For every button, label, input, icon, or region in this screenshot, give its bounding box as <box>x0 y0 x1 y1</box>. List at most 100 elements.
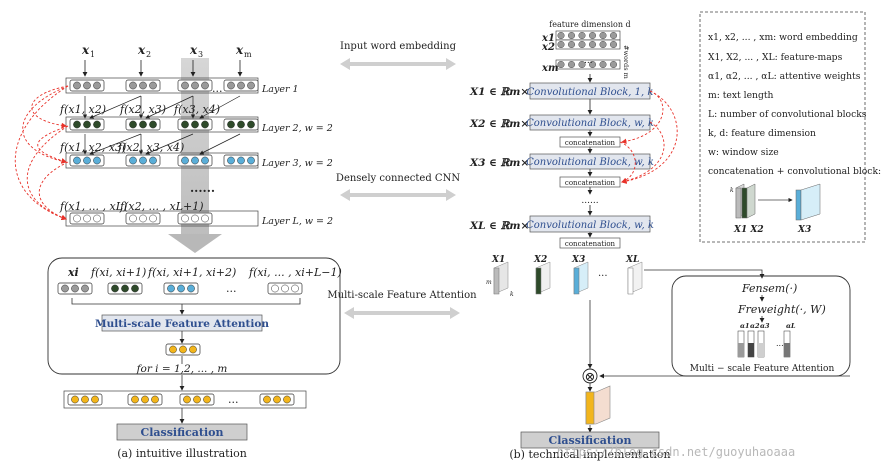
conv-block-label: Convolutional Block, 1, k <box>527 87 654 98</box>
legend-item: L: number of convolutional blocks <box>708 109 867 120</box>
output-node-group <box>127 393 163 406</box>
dense-skip-connections <box>14 85 69 221</box>
legend-item: α1, α2, ... , αL: attentive weights <box>708 71 861 82</box>
conv-block <box>529 215 651 233</box>
feature-map <box>535 261 551 295</box>
attn-node-group <box>267 282 303 295</box>
freweight-label: Freweight(·, W) <box>737 303 826 316</box>
embed-row <box>555 30 621 41</box>
alpha-bar <box>747 330 755 358</box>
x-subscript: 2 <box>146 50 151 59</box>
output-node-group <box>259 393 295 406</box>
feature-map <box>627 261 643 295</box>
legend-item: k, d: feature dimension <box>708 128 816 139</box>
feature-map <box>493 261 509 295</box>
to-attention-arrow <box>644 269 765 279</box>
attn-item-label: f(xi, xi+1, xi+2) <box>147 266 236 279</box>
embed-row-label: x1 <box>541 33 555 44</box>
otimes-symbol: ⊗ <box>585 370 596 385</box>
func-label: f(x2, x3) <box>119 103 166 116</box>
classification-box-left <box>116 423 248 441</box>
attn-node-group <box>107 282 143 295</box>
layer-connections <box>82 95 241 155</box>
node-group <box>125 79 161 92</box>
legend-item: w: window size <box>708 147 779 158</box>
alpha-bar <box>757 330 765 358</box>
layer-label: Layer 3, w = 2 <box>261 158 333 169</box>
concat-box <box>559 237 621 249</box>
alpha-label: αL <box>786 322 796 330</box>
classification-label-right: Classification <box>548 434 631 447</box>
embed-row-label: xm <box>541 63 559 74</box>
node-group <box>125 118 161 131</box>
node-group <box>223 154 259 167</box>
layer-label: Layer 2, w = 2 <box>261 123 333 134</box>
attention-illustration-box <box>47 257 341 375</box>
output-row <box>63 390 307 409</box>
attn-node-group <box>163 282 199 295</box>
attn-tech-label: Multi − scale Feature Attention <box>690 364 835 374</box>
x-label: x <box>235 43 244 57</box>
output-feature-front <box>585 391 595 425</box>
left-panel: x 1 x 2 x 3 x m Layer 1 Layer 2, w = 2 L… <box>14 43 342 460</box>
output-node-group <box>179 393 215 406</box>
alpha-bar <box>783 330 791 358</box>
loop-label: for i = 1,2, ... , m <box>136 363 228 375</box>
double-arrow <box>340 58 456 70</box>
double-arrow <box>340 189 456 201</box>
layer-label: Layer L, w = 2 <box>261 216 333 227</box>
output-node-group <box>67 393 103 406</box>
feature-map-label: XL <box>625 255 639 265</box>
attn-item-label: xi <box>67 266 79 279</box>
node-group <box>69 212 105 225</box>
legend-block-x3 <box>795 189 802 221</box>
watermark: https://blog.csdn.net/guoyuhaoaaa <box>557 445 795 459</box>
attn-ellipsis: ... <box>226 282 237 295</box>
legend-item: X1, X2, ... , XL: feature-maps <box>708 52 843 63</box>
attn-output-group <box>165 343 201 356</box>
legend: x1, x2, ... , xm: word embedding X1, X2,… <box>699 11 881 243</box>
feature-map <box>573 261 589 295</box>
node-group <box>125 212 161 225</box>
map-dim-m: m <box>486 279 492 286</box>
func-label: f(x1, x2) <box>59 103 106 116</box>
row-ellipsis: ... <box>212 82 223 95</box>
embed-title: feature dimension d <box>549 20 630 29</box>
attn-item-label: f(xi, ... , xi+L−1) <box>248 266 342 279</box>
msfa-label: Multi-scale Feature Attention <box>95 318 269 330</box>
alpha-label: α1 <box>740 322 750 330</box>
alpha-label: α3 <box>760 322 770 330</box>
layer-dots: ...... <box>190 181 215 195</box>
brace <box>71 298 301 305</box>
attn-node-group <box>57 282 93 295</box>
feature-map-label: X2 <box>533 255 547 265</box>
conv-block-label: Convolutional Block, w, k <box>526 157 654 168</box>
func-label: f(x1, x2, x3) <box>59 141 126 154</box>
conv-block <box>529 153 651 170</box>
x-subscript: m <box>244 50 252 59</box>
node-group <box>223 118 259 131</box>
x-subscript: 3 <box>198 50 203 59</box>
feature-map-label: X1 <box>491 255 505 265</box>
output-ellipsis: ... <box>228 393 239 406</box>
x-matrix-label: XL ∈ ℝm×k <box>469 220 537 232</box>
classification-box-right <box>520 431 660 449</box>
attn-item-label: f(xi, xi+1) <box>90 266 146 279</box>
node-group <box>177 79 213 92</box>
conv-block-label: Convolutional Block, w, k <box>526 220 654 231</box>
legend-box <box>699 11 866 243</box>
concat-label: concatenation <box>565 139 616 147</box>
x-subscript: 1 <box>90 50 95 59</box>
classification-label-left: Classification <box>140 426 223 439</box>
caption-right: (b) technical implementation <box>509 448 670 461</box>
x-label: x <box>137 43 146 57</box>
alpha-bar <box>737 330 745 358</box>
right-panel: feature dimension d #words m x1 x2 xm ..… <box>469 20 851 461</box>
x-matrix-label: X1 ∈ ℝm×k <box>469 86 536 98</box>
legend-block-label: X3 <box>797 225 811 235</box>
feature-map-label: X3 <box>571 255 585 265</box>
x-matrix-label: X3 ∈ ℝm×k <box>469 157 536 169</box>
node-group <box>69 79 105 92</box>
middle-label: Multi-scale Feature Attention <box>327 290 477 301</box>
